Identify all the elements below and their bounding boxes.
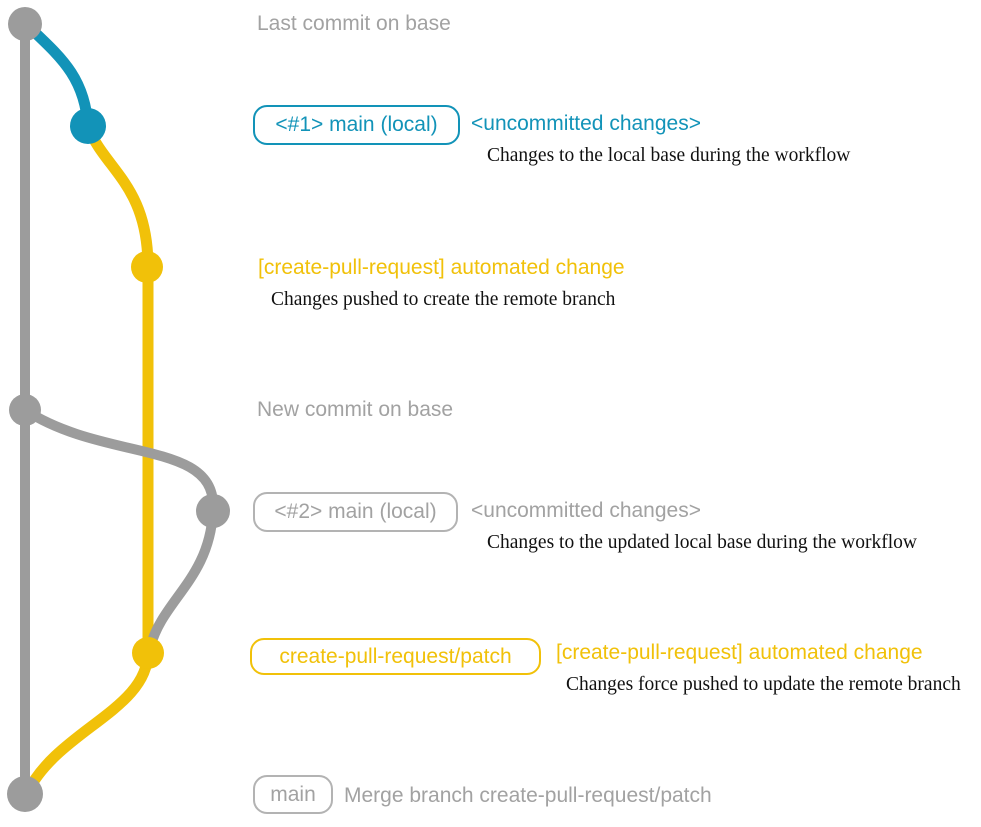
automated-change-description-2: Changes force pushed to update the remot… [566,674,961,695]
automated-change-title-1: [create-pull-request] automated change [258,256,625,279]
commit-dot-automated-change-2 [132,637,164,669]
commit-dot-uncommitted-changes-2 [196,494,230,528]
merge-commit-message: Merge branch create-pull-request/patch [344,784,712,807]
uncommitted-changes-title-1: <uncommitted changes> [471,112,701,135]
automated-change-description-1: Changes pushed to create the remote bran… [271,289,616,310]
last-commit-heading: Last commit on base [257,12,451,35]
commit-dot-merge-commit [7,776,43,812]
branch-badge-create-pull-request-patch: create-pull-request/patch [250,638,541,675]
commit-dot-automated-change-1 [131,251,163,283]
commit-dot-uncommitted-changes-1 [70,108,106,144]
uncommitted-changes-description-2: Changes to the updated local base during… [487,532,917,553]
branch-badge-main-local-2: <#2> main (local) [253,492,458,532]
uncommitted-changes-title-2: <uncommitted changes> [471,499,701,522]
branch-badge-main-local-1: <#1> main (local) [253,105,460,145]
uncommitted-changes-description-1: Changes to the local base during the wor… [487,145,851,166]
branch-badge-main: main [253,775,333,814]
uncommitted-branch-curve-2 [20,405,219,513]
commit-dot-last-commit-on-base [8,7,42,41]
commit-dot-new-commit-on-base [9,394,41,426]
new-commit-heading: New commit on base [257,398,454,421]
patch-branch-line [21,121,154,799]
force-push-curve [145,507,218,653]
automated-change-title-2: [create-pull-request] automated change [556,641,923,664]
